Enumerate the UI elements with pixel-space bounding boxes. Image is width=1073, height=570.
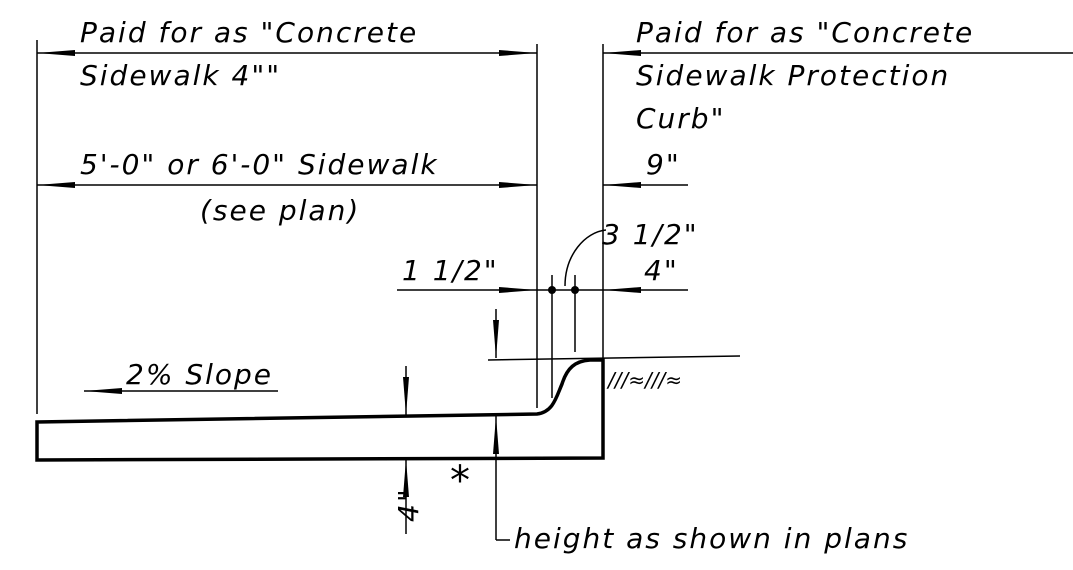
- sidewalk-width-arrow-left: [37, 182, 75, 188]
- dimension-dot-right: [571, 286, 579, 294]
- slope-arrowhead: [84, 388, 122, 394]
- slab-thickness-label: 4": [392, 487, 425, 522]
- offset-right-arrow: [603, 287, 641, 293]
- curb-width-label: 9": [646, 148, 681, 181]
- sidewalk-curb-section: [35, 358, 605, 462]
- curb-top-leader: [564, 229, 607, 287]
- offset-right-label: 4": [644, 254, 679, 287]
- paid-curb-arrow: [603, 50, 641, 56]
- asterisk-mark: *: [450, 458, 472, 504]
- curb-top-label: 3 1/2": [602, 218, 699, 251]
- paid-curb-label-1: Paid for as "Concrete: [636, 16, 974, 49]
- paid-sidewalk-arrow-right: [499, 50, 537, 56]
- slope-label: 2% Slope: [126, 358, 273, 391]
- paid-sidewalk-label-2: Sidewalk 4"": [80, 59, 281, 92]
- slab-thickness-arrowhead: [403, 459, 409, 497]
- paid-sidewalk-label-1: Paid for as "Concrete: [80, 16, 418, 49]
- height-note-label: height as shown in plans: [514, 522, 909, 555]
- paid-sidewalk-arrow-left: [37, 50, 75, 56]
- offset-left-arrow: [499, 287, 537, 293]
- paid-curb-label-3: Curb": [636, 102, 725, 135]
- dimension-dot-left: [548, 286, 556, 294]
- see-plan-label: (see plan): [200, 194, 360, 227]
- surface-thickness-arrowhead: [403, 377, 409, 415]
- paid-curb-label-2: Sidewalk Protection: [636, 59, 950, 92]
- curb-width-arrow: [603, 182, 641, 188]
- ground-line: [487, 355, 741, 361]
- curb-height-arrow-top: [493, 320, 499, 358]
- offset-left-label: 1 1/2": [402, 254, 499, 287]
- sidewalk-width-label: 5'-0" or 6'-0" Sidewalk: [80, 148, 439, 181]
- soil-hatch: ///≈///≈: [606, 368, 682, 392]
- curb-height-arrow-bottom: [493, 416, 499, 454]
- sidewalk-width-arrow-right: [499, 182, 537, 188]
